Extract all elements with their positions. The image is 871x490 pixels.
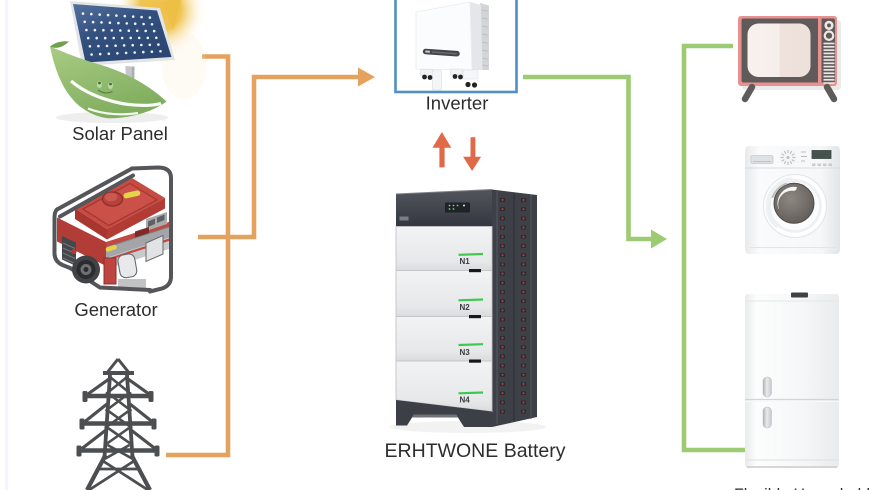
svg-text:Flexible Household: Flexible Household	[734, 487, 870, 490]
svg-text:N2: N2	[460, 303, 471, 312]
svg-text:ERHTWONE Battery: ERHTWONE Battery	[385, 440, 566, 462]
svg-text:N1: N1	[460, 257, 471, 266]
svg-text:N4: N4	[460, 396, 471, 405]
svg-text:Generator: Generator	[74, 299, 157, 320]
svg-text:Solar Panel: Solar Panel	[72, 123, 168, 144]
svg-text:N3: N3	[460, 348, 471, 357]
svg-text:Inverter: Inverter	[426, 93, 489, 114]
